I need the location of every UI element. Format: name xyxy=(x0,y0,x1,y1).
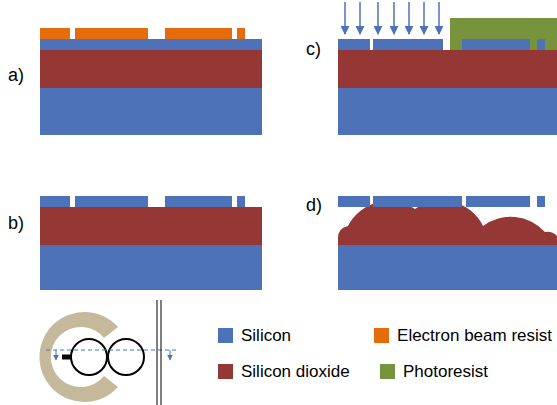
panel-letter: c) xyxy=(306,40,321,58)
legend-swatch xyxy=(218,328,233,343)
legend-item: Silicon dioxide xyxy=(218,363,350,380)
panel-letter: b) xyxy=(8,214,24,232)
panel-letter: a) xyxy=(8,66,24,84)
legend-text: Silicon xyxy=(241,327,291,344)
legend-swatch xyxy=(380,364,395,379)
panel-c xyxy=(338,2,557,135)
legend-item: Electron beam resist xyxy=(374,327,552,344)
legend-swatch xyxy=(218,364,233,379)
legend-text: Electron beam resist xyxy=(397,327,552,344)
legend-item: Silicon xyxy=(218,327,291,344)
panel-b xyxy=(40,196,262,290)
panel-d xyxy=(338,196,557,290)
legend-item: Photoresist xyxy=(380,363,488,380)
panel-a xyxy=(40,28,262,135)
legend-swatch xyxy=(374,328,389,343)
legend-text: Photoresist xyxy=(403,363,488,380)
setup-icon xyxy=(39,300,178,405)
panel-letter: d) xyxy=(306,196,322,214)
legend-text: Silicon dioxide xyxy=(241,363,350,380)
